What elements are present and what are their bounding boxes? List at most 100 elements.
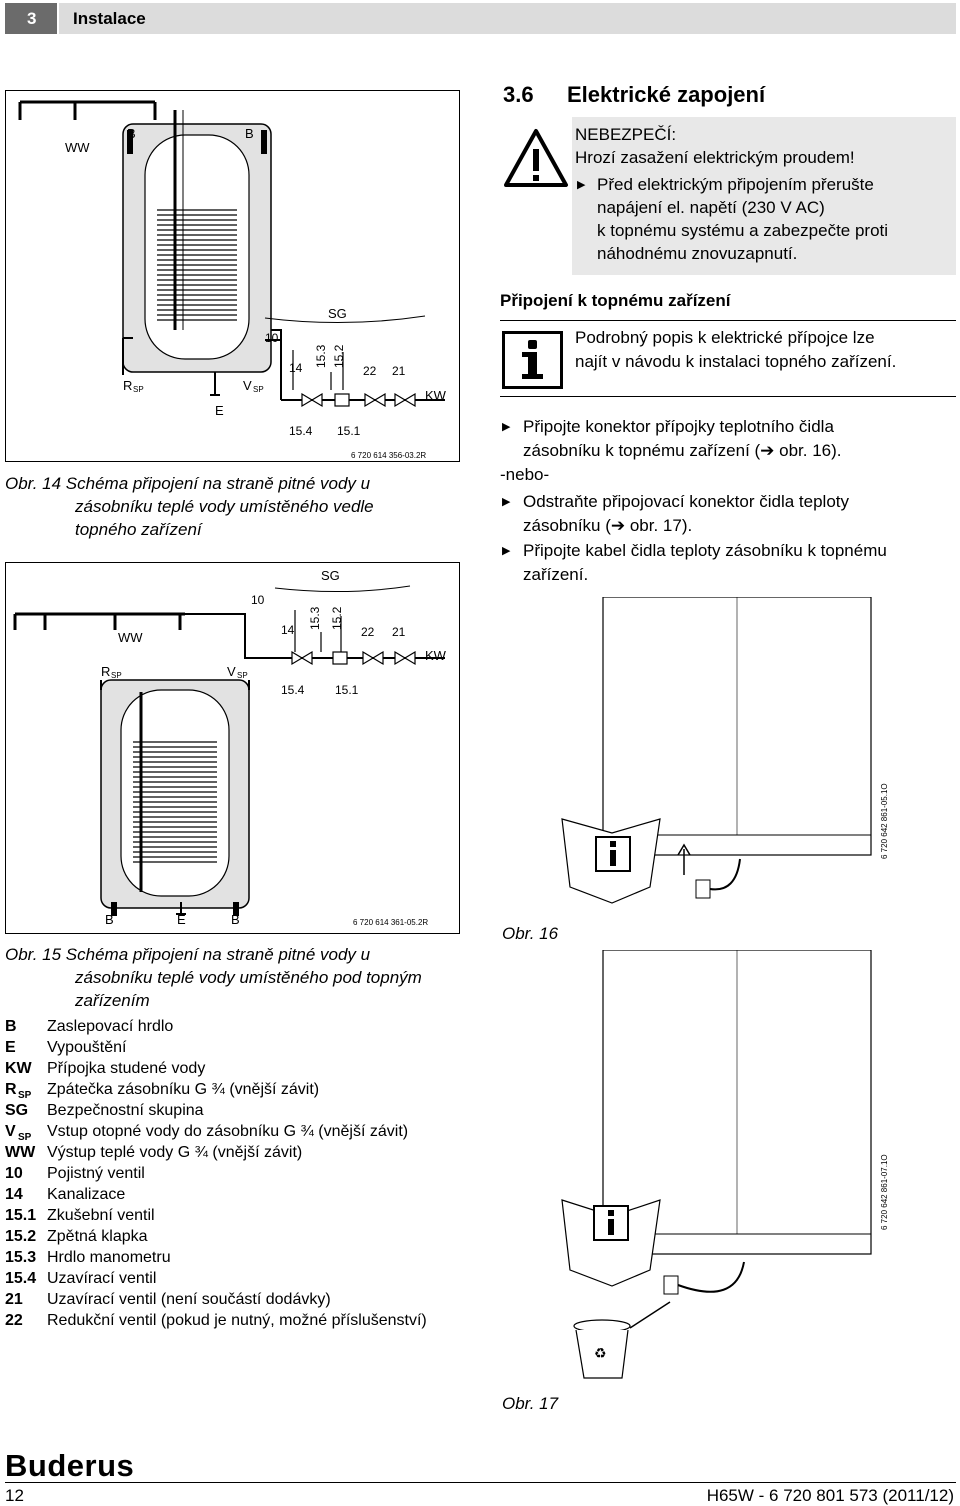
step1-l2: zásobníku k topnému zařízení (➔ obr. 16)…: [523, 441, 842, 460]
fig15-caption-l1: Obr. 15 Schéma připojení na straně pitné…: [5, 945, 371, 964]
fig14-label-v-sub: SP: [253, 385, 264, 394]
step3-arrow-icon: ▶: [502, 545, 511, 557]
fig15-label-v: V: [227, 664, 236, 679]
figure-15-diagram: WW SG 10 14 15.3 15.2 22 21 KW R SP V SP…: [5, 562, 460, 934]
section-title-text: Elektrické zapojení: [567, 82, 766, 107]
danger-bullet-l3: k topnému systému a zabezpečte proti: [597, 221, 889, 240]
fig15-caption-l2: zásobníku teplé vody umístěného pod topn…: [75, 968, 422, 987]
fig14-caption-l2: zásobníku teplé vody umístěného vedle: [75, 497, 374, 516]
fig14-caption-l3: topného zařízení: [75, 520, 202, 539]
fig15-label-154: 15.4: [281, 683, 305, 697]
fig15-label-r-sub: SP: [111, 671, 122, 680]
fig14-label-ww: WW: [65, 140, 90, 155]
info-line1: Podrobný popis k elektrické přípojce lze: [575, 328, 875, 347]
legend-text: Zkušební ventil: [47, 1207, 155, 1224]
figure-17-drawing: ♻: [561, 949, 872, 1379]
fig15-label-153: 15.3: [308, 606, 322, 630]
bullet-arrow-icon: ▶: [577, 179, 586, 191]
chapter-title: Instalace: [59, 3, 956, 34]
legend-key: B: [5, 1018, 17, 1035]
legend-text: Uzavírací ventil: [47, 1270, 157, 1287]
legend-key: WW: [5, 1144, 36, 1161]
danger-bullet-l4: náhodnému znovuzapnutí.: [597, 244, 798, 263]
fig14-label-v: V: [243, 378, 252, 393]
fig14-label-14: 14: [289, 361, 303, 375]
fig15-label-v-sub: SP: [237, 671, 248, 680]
legend-text: Uzavírací ventil (není součástí dodávky): [47, 1291, 331, 1308]
section-number: 3.6: [503, 82, 534, 107]
fig16-code: 6 720 642 861-05.1O: [880, 783, 889, 859]
legend-key: E: [5, 1039, 16, 1056]
section-title: 3.6 Elektrické zapojení: [503, 82, 765, 108]
document-reference: H65W - 6 720 801 573 (2011/12): [706, 1486, 954, 1505]
danger-title: NEBEZPEČÍ:: [575, 125, 677, 144]
fig14-label-21: 21: [392, 364, 406, 378]
legend-key: 14: [5, 1186, 23, 1203]
step1-arrow-icon: ▶: [502, 421, 511, 433]
fig14-label-151: 15.1: [337, 424, 361, 438]
fig15-label-ww: WW: [118, 630, 143, 645]
legend-key: R: [5, 1081, 17, 1098]
fig15-label-sg: SG: [321, 568, 340, 583]
figure-14: WW B B SG R SP V SP E KW 10 14 15.3 15.2…: [5, 90, 460, 462]
legend-key: KW: [5, 1060, 32, 1077]
danger-box: NEBEZPEČÍ: Hrozí zasažení elektrickým pr…: [500, 117, 956, 275]
chapter-header: 3 Instalace: [5, 3, 956, 34]
fig15-label-151: 15.1: [335, 683, 359, 697]
fig17-code: 6 720 642 861-07.1O: [880, 1154, 889, 1230]
legend-key: 15.3: [5, 1249, 37, 1266]
legend-key: 15.4: [5, 1270, 37, 1287]
step-or: -nebo-: [500, 465, 550, 484]
footer-divider: [5, 1482, 956, 1483]
fig15-label-152: 15.2: [330, 606, 344, 630]
fig15-code: 6 720 614 361-05.2R: [353, 918, 429, 927]
legend-text: Zpátečka zásobníku G ¾ (vnější závit): [47, 1081, 320, 1098]
legend-key: 22: [5, 1312, 23, 1329]
legend-text: Redukční ventil (pokud je nutný, možné p…: [47, 1312, 427, 1329]
danger-line1: Hrozí zasažení elektrickým proudem!: [575, 148, 855, 167]
legend-text: Bezpečnostní skupina: [47, 1102, 204, 1119]
step1-l1: Připojte konektor přípojky teplotního či…: [523, 417, 834, 436]
step3-l2: zařízení.: [523, 565, 589, 584]
info-icon: [502, 331, 563, 389]
fig15-label-14: 14: [281, 623, 295, 637]
fig15-label-kw: KW: [425, 648, 447, 663]
fig14-code: 6 720 614 356-03.2R: [351, 451, 427, 460]
figure-16-drawing: [561, 596, 872, 904]
legend-text: Přípojka studené vody: [47, 1060, 206, 1077]
legend-text: Zpětná klapka: [47, 1228, 148, 1245]
fig14-label-kw: KW: [425, 388, 447, 403]
step2-l2: zásobníku (➔ obr. 17).: [523, 516, 693, 535]
figure-17: ♻ 6 720 642 861-07.1O: [500, 949, 956, 1380]
fig15-label-22: 22: [361, 625, 375, 639]
fig15-label-r: R: [101, 664, 110, 679]
fig14-label-153: 15.3: [314, 344, 328, 368]
warning-icon: [504, 129, 568, 187]
legend-text: Kanalizace: [47, 1186, 126, 1203]
divider-bottom: [500, 396, 956, 397]
legend-key: 10: [5, 1165, 23, 1182]
page-number: 12: [5, 1486, 24, 1505]
fig17-caption: Obr. 17: [502, 1394, 559, 1413]
buderus-logo: Buderus: [5, 1448, 135, 1483]
subsection-title: Připojení k topnému zařízení: [500, 291, 731, 310]
info-line2: najít v návodu k instalaci topného zaříz…: [575, 352, 897, 371]
step3-l1: Připojte kabel čidla teploty zásobníku k…: [523, 541, 887, 560]
divider-top: [500, 320, 956, 321]
figure-16: 6 720 642 861-05.1O: [500, 596, 956, 913]
step2-arrow-icon: ▶: [502, 496, 511, 508]
legend-text: Hrdlo manometru: [47, 1249, 171, 1266]
fig15-label-10: 10: [251, 593, 265, 607]
fig14-label-10: 10: [265, 331, 279, 345]
fig15-label-e: E: [177, 912, 186, 927]
fig15-label-b2: B: [231, 912, 240, 927]
fig14-label-sg: SG: [328, 306, 347, 321]
fig14-label-b2: B: [245, 126, 254, 141]
danger-background: [572, 117, 956, 275]
recycle-icon: ♻: [594, 1345, 607, 1361]
legend-key: 15.2: [5, 1228, 37, 1245]
figure-15: WW SG 10 14 15.3 15.2 22 21 KW R SP V SP…: [5, 562, 460, 934]
fig14-label-b1: B: [127, 126, 136, 141]
fig14-label-r-sub: SP: [133, 385, 144, 394]
fig14-label-22: 22: [363, 364, 377, 378]
